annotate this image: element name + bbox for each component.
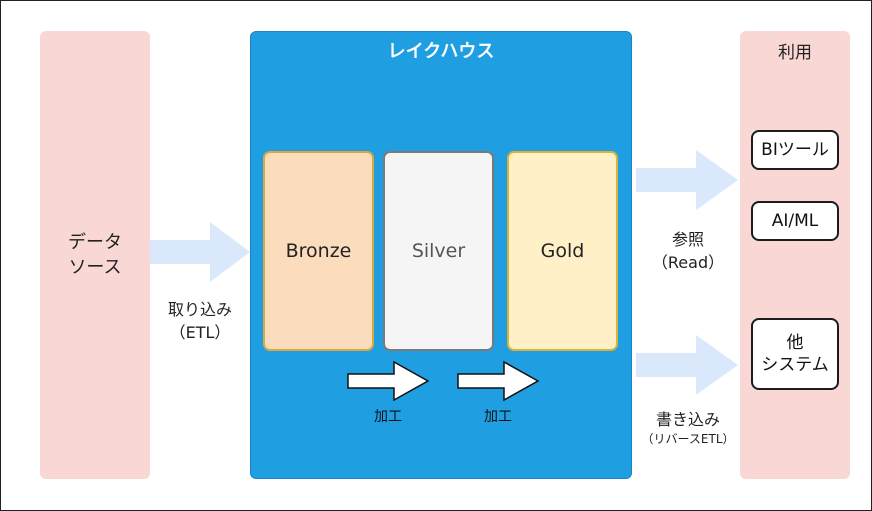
other-system-box: 他 システム (751, 318, 839, 390)
write-label-line1: 書き込み (655, 410, 720, 429)
write-label-line2: （リバースETL） (641, 432, 735, 447)
ingest-arrow (150, 222, 250, 282)
silver-label: Silver (411, 240, 466, 262)
usage-title: 利用 (778, 43, 812, 63)
other-system-label-line2: システム (761, 355, 829, 375)
data-source-label-line2: ソース (68, 257, 122, 278)
write-arrow (636, 335, 738, 395)
usage-panel (740, 31, 850, 479)
bi-tool-label: BIツール (761, 139, 829, 160)
write-label: 書き込み （リバースETL） (628, 409, 748, 448)
process-label-2: 加工 (484, 409, 512, 425)
read-arrow (636, 150, 738, 210)
silver-layer: Silver (383, 151, 494, 351)
process-arrow-1 (347, 360, 430, 402)
process-arrow-2 (457, 360, 540, 402)
read-label-line1: 参照 (671, 230, 704, 249)
read-label-line2: （Read） (651, 253, 725, 273)
ingest-label: 取り込み （ETL） (148, 298, 252, 344)
bronze-label: Bronze (285, 240, 352, 262)
ingest-label-line1: 取り込み (167, 300, 232, 319)
other-system-label-line1: 他 (786, 332, 804, 353)
bi-tool-box: BIツール (751, 130, 839, 170)
data-source-label-line1: データ (68, 231, 122, 253)
process-label-1: 加工 (374, 409, 402, 425)
bronze-layer: Bronze (263, 151, 374, 351)
gold-label: Gold (540, 240, 585, 262)
gold-layer: Gold (507, 151, 618, 351)
lakehouse-title: レイクハウス (387, 41, 495, 62)
ai-ml-box: AI/ML (751, 201, 839, 241)
ingest-label-line2: （ETL） (169, 323, 231, 343)
data-source-panel: データ ソース (40, 31, 150, 479)
read-label: 参照 （Read） (636, 228, 740, 274)
ai-ml-label: AI/ML (771, 210, 819, 231)
